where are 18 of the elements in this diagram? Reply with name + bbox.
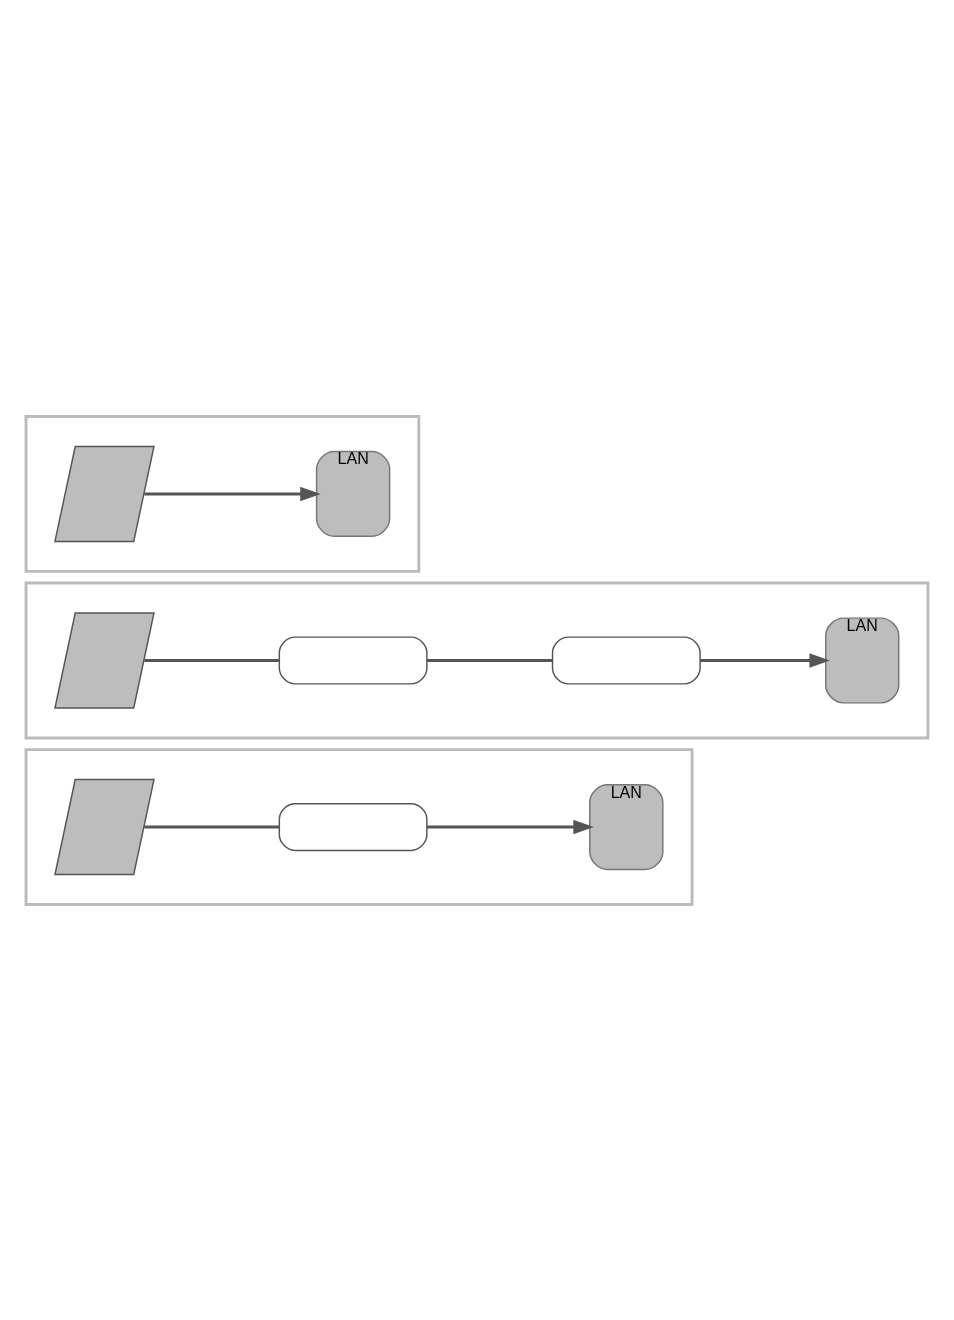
node-parallelogram: [54, 611, 155, 709]
node-box: LAN: [825, 616, 900, 704]
node-box: [551, 635, 701, 685]
cluster: [24, 581, 930, 739]
connector: [427, 658, 553, 662]
node-box: [278, 802, 428, 851]
connector: [144, 658, 279, 662]
node-box: LAN: [589, 783, 664, 870]
node-box: [278, 635, 428, 685]
cluster: [24, 414, 421, 573]
node-parallelogram: [54, 445, 155, 542]
arrow: [144, 486, 321, 501]
cluster: [24, 747, 694, 906]
arrow: [427, 819, 594, 834]
arrow: [700, 652, 830, 668]
node-parallelogram: [54, 778, 155, 875]
node-box: LAN: [315, 450, 391, 537]
connector: [144, 825, 279, 828]
